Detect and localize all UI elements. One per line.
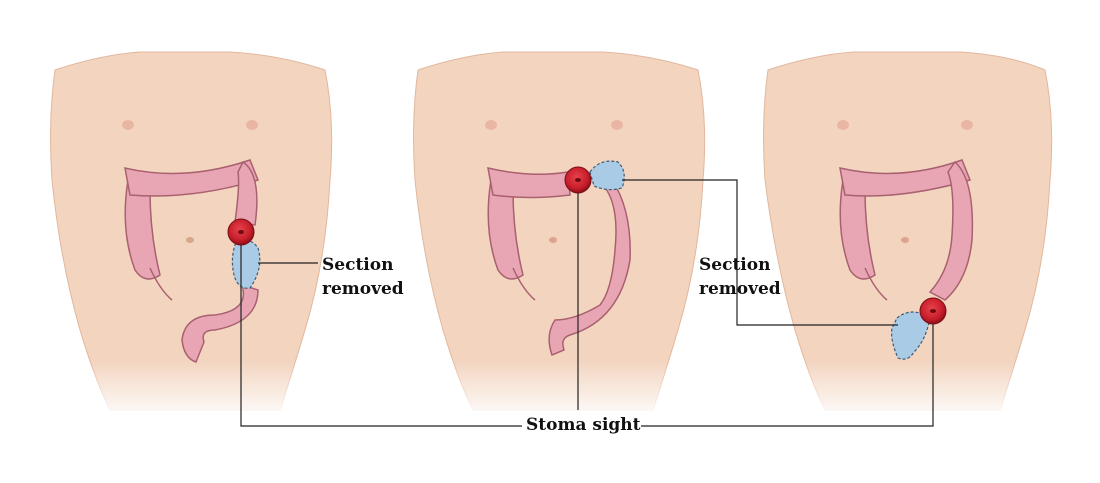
- stoma-sight-label: Stoma sight: [526, 413, 641, 437]
- torso-right-navel: [901, 237, 909, 243]
- torso-left: [40, 51, 340, 420]
- torso-right-nipple-left: [837, 120, 849, 130]
- section-removed-left-line1: Section: [322, 255, 394, 275]
- leader-stoma-right: [640, 324, 934, 427]
- section-removed-middle-line1: Section: [699, 255, 771, 275]
- removed-section-right: [891, 311, 931, 360]
- removed-section-middle: [589, 160, 625, 191]
- colon-left: [124, 159, 260, 363]
- colon-middle: [487, 167, 631, 356]
- section-removed-label-left: Section removed: [322, 253, 404, 301]
- torso-middle-navel: [549, 237, 557, 243]
- torso-left-body: [50, 51, 333, 411]
- torso-left-nipple-left: [122, 120, 134, 130]
- colon-right: [839, 159, 974, 301]
- removed-section-left: [231, 239, 261, 289]
- torso-left-navel: [186, 237, 194, 243]
- leader-section-middle: [622, 179, 898, 326]
- torso-middle: [405, 51, 715, 420]
- leader-lines: [240, 179, 934, 427]
- torso-right-nipple-right: [961, 120, 973, 130]
- torso-right: [755, 51, 1065, 420]
- section-removed-middle-line2: removed: [699, 279, 781, 299]
- torso-middle-nipple-right: [611, 120, 623, 130]
- leader-stoma-left: [240, 245, 522, 427]
- section-removed-left-line2: removed: [322, 279, 404, 299]
- section-removed-label-middle: Section removed: [699, 253, 781, 301]
- torso-right-body: [763, 51, 1053, 411]
- torso-left-nipple-right: [246, 120, 258, 130]
- torso-middle-nipple-left: [485, 120, 497, 130]
- torso-middle-body: [413, 51, 706, 411]
